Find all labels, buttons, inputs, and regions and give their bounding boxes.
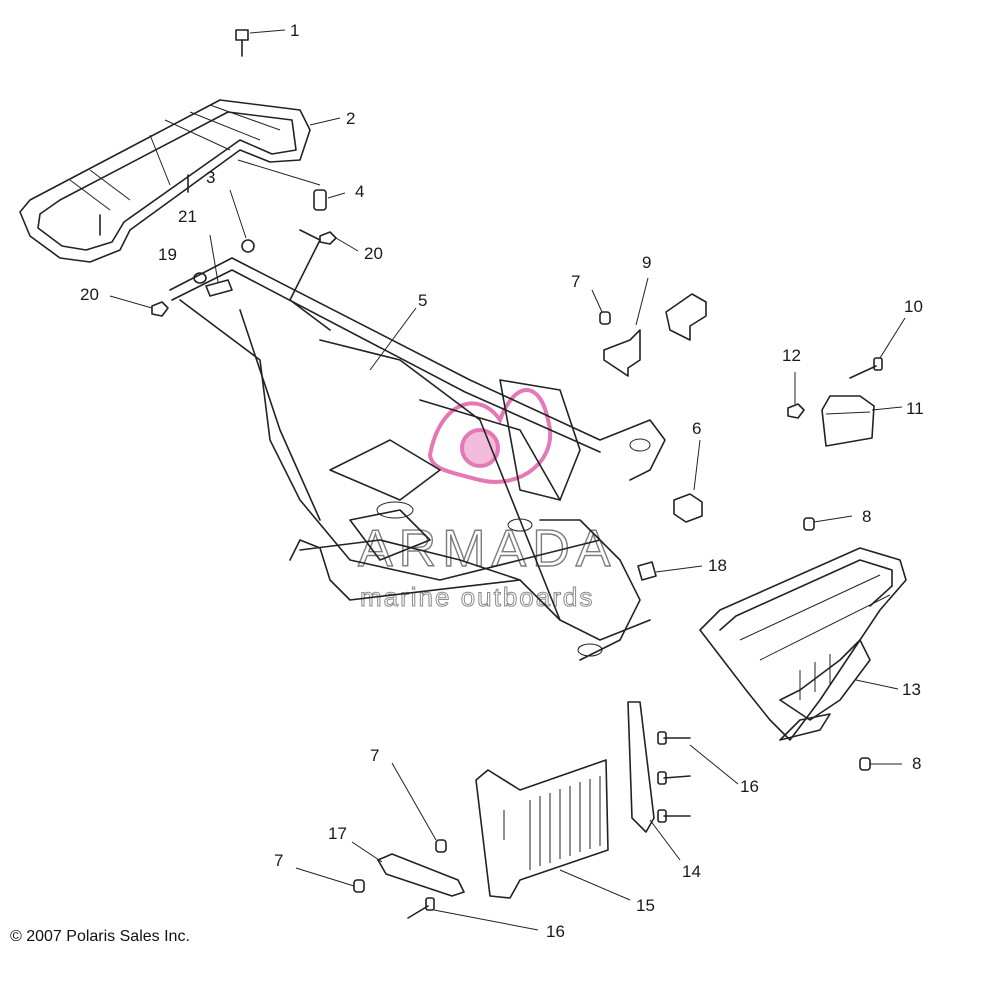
callout-20-right: 20 (364, 244, 383, 263)
part-20-nut-rear-left (109, 295, 169, 317)
callout-8-low: 8 (912, 754, 921, 773)
callout-19: 19 (158, 245, 177, 264)
part-10-bolt (849, 317, 906, 379)
part-14-plate (627, 701, 681, 861)
part-9-brackets (603, 277, 707, 377)
callout-15: 15 (636, 896, 655, 915)
part-7-fastener-top (591, 289, 611, 325)
callout-16-right: 16 (740, 777, 759, 796)
watermark: ARMADA marine outboards (357, 388, 611, 613)
callout-12: 12 (782, 346, 801, 365)
part-4-spacer (237, 159, 346, 211)
part-13-front-rack (699, 547, 907, 741)
callout-11: 11 (906, 399, 924, 418)
callout-17: 17 (328, 824, 347, 843)
part-12-nut (787, 372, 805, 419)
callout-16-low: 16 (546, 922, 565, 941)
callout-21: 21 (178, 207, 197, 226)
callout-8-top: 8 (862, 507, 871, 526)
part-8-fastener-low (859, 757, 902, 771)
callout-7-low: 7 (274, 851, 283, 870)
callout-18: 18 (708, 556, 727, 575)
part-15-screen (475, 759, 631, 901)
part-2-rear-rack (19, 99, 341, 263)
part-7-fastener-mid (391, 762, 447, 853)
callout-6: 6 (692, 419, 701, 438)
callout-14: 14 (682, 862, 701, 881)
callout-10: 10 (904, 297, 923, 316)
part-20-nut-rear-right (319, 231, 359, 252)
callout-5: 5 (418, 291, 427, 310)
callout-3: 3 (206, 168, 215, 187)
part-18-bracket (637, 561, 703, 581)
callout-7-mid: 7 (370, 746, 379, 765)
part-16-screw-low (407, 897, 539, 931)
part-1-bolt (235, 29, 286, 57)
part-19-21-pins (193, 234, 233, 297)
callout-4: 4 (355, 182, 364, 201)
watermark-subtitle: marine outboards (360, 582, 594, 612)
part-17-strap (351, 841, 465, 897)
callout-2: 2 (346, 109, 355, 128)
part-16-screws-right (657, 731, 739, 823)
copyright-notice: © 2007 Polaris Sales Inc. (10, 928, 190, 945)
callouts: 1 2 3 4 21 20 19 20 7 9 5 10 12 11 6 8 1… (80, 21, 924, 941)
part-3-washer (229, 189, 255, 253)
watermark-logo-icon (427, 388, 552, 484)
part-6-block (673, 439, 703, 523)
callout-1: 1 (290, 21, 299, 40)
part-5-main-frame (169, 229, 666, 661)
callout-13: 13 (902, 680, 921, 699)
callout-7-top: 7 (571, 272, 580, 291)
part-11-light (821, 395, 903, 447)
part-8-fastener-top (803, 515, 853, 531)
callout-9: 9 (642, 253, 651, 272)
part-7-fastener-low (295, 867, 365, 893)
callout-20-left: 20 (80, 285, 99, 304)
